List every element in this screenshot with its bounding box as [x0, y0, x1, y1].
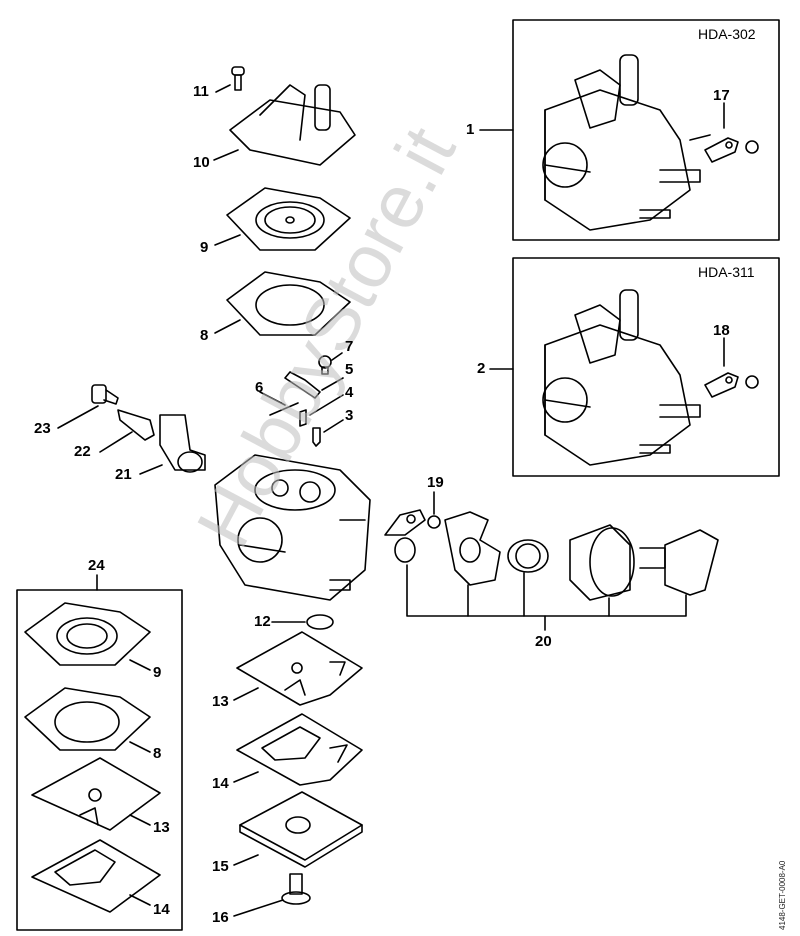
part-8-gasket-drawing: [214, 271, 351, 336]
part-13-gasket-drawing: [233, 631, 363, 706]
variant-box-hda-302: [512, 19, 780, 241]
callout-4: 4: [345, 384, 354, 401]
callout-9: 9: [200, 239, 209, 256]
callout-17: 17: [713, 87, 730, 104]
document-id: 4148-GET-0008-A0: [778, 860, 787, 930]
callout-1: 1: [466, 121, 475, 138]
callout-15: 15: [212, 858, 229, 875]
small-parts-drawing: [259, 352, 344, 447]
callout-16: 16: [212, 909, 229, 926]
lever-kit-drawing: [384, 491, 719, 601]
part-15-pump-cover-drawing: [233, 791, 363, 868]
kit-box-24: [16, 589, 183, 931]
callout-14: 14: [212, 775, 229, 792]
carburetor-hda-302-drawing: [542, 54, 711, 231]
variant-title-hda-311: HDA-311: [698, 264, 755, 280]
part-12-strainer-drawing: [271, 614, 334, 630]
callout-24: 24: [88, 557, 105, 574]
callout-11: 11: [193, 83, 209, 100]
callout-18: 18: [713, 322, 730, 339]
callout-10: 10: [193, 154, 210, 171]
leader-20-bracket: [406, 564, 687, 631]
callout-19: 19: [427, 474, 444, 491]
kit-callout-9: 9: [153, 664, 162, 681]
callout-8: 8: [200, 327, 209, 344]
kit-callout-8: 8: [153, 745, 162, 762]
kit-parts-drawing: [24, 602, 161, 913]
callout-2: 2: [477, 360, 486, 377]
solenoid-parts-drawing: [57, 384, 206, 475]
variant-box-hda-311: [512, 257, 780, 477]
carburetor-hda-311-drawing: [542, 289, 701, 466]
callout-20: 20: [535, 633, 552, 650]
callout-12: 12: [254, 613, 271, 630]
carburetor-body-drawing: [214, 454, 371, 601]
part-16-screw-drawing: [233, 873, 311, 917]
part-10-cover-drawing: [213, 84, 356, 166]
variant-title-hda-302: HDA-302: [698, 26, 756, 42]
kit-callout-14: 14: [153, 901, 170, 918]
part-9-diaphragm-drawing: [214, 187, 351, 251]
callout-23: 23: [34, 420, 51, 437]
callout-21: 21: [115, 466, 132, 483]
callout-13: 13: [212, 693, 229, 710]
part-11-screw-drawing: [215, 66, 245, 93]
callout-6: 6: [255, 379, 264, 396]
callout-7: 7: [345, 338, 354, 355]
kit-callout-13: 13: [153, 819, 170, 836]
part-18-drawing: [704, 337, 759, 398]
callout-3: 3: [345, 407, 354, 424]
part-14-gasket-drawing: [233, 713, 363, 786]
callout-5: 5: [345, 361, 354, 378]
part-17-drawing: [704, 102, 759, 163]
callout-22: 22: [74, 443, 91, 460]
